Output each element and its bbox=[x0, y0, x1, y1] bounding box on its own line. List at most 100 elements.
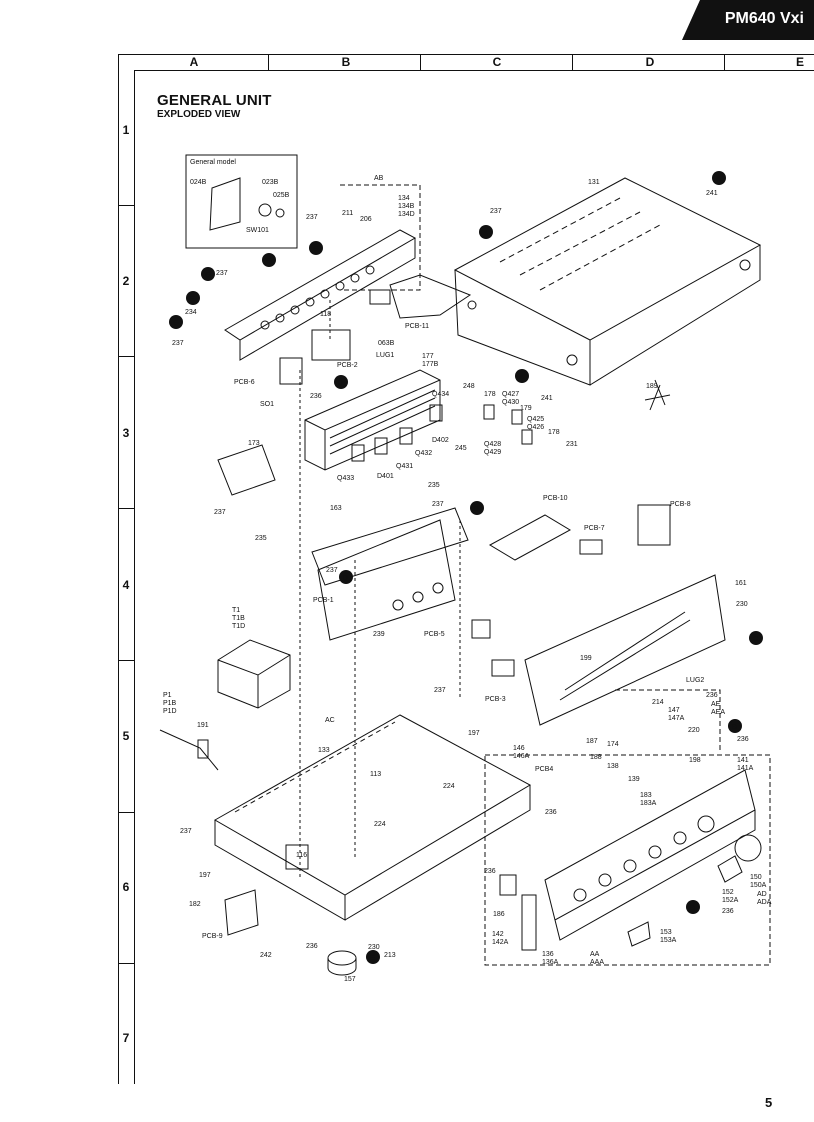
part-label: Q432 bbox=[415, 450, 432, 457]
part-label: 179 bbox=[520, 405, 532, 412]
top-cover bbox=[453, 177, 762, 386]
grid-row-divider bbox=[118, 205, 134, 206]
part-label: 235 bbox=[428, 482, 440, 489]
knob-152 bbox=[717, 855, 743, 883]
pcb-8-board bbox=[637, 504, 671, 546]
part-label: T1B bbox=[232, 615, 245, 622]
part-label: Q434 bbox=[432, 391, 449, 398]
indicator-142 bbox=[521, 894, 537, 951]
group-labels: AB AC bbox=[325, 175, 384, 724]
part-label: 188 bbox=[590, 754, 602, 761]
group-label-aea: AEA bbox=[711, 709, 725, 716]
part-label: 239 bbox=[373, 631, 385, 638]
part-label: PCB-3 bbox=[485, 696, 506, 703]
grid-row-4: 4 bbox=[122, 578, 130, 592]
group-ae-boundary bbox=[615, 689, 721, 750]
pcb-2-board bbox=[311, 329, 351, 361]
part-label: 236 bbox=[737, 736, 749, 743]
callout-f: F bbox=[186, 291, 200, 305]
part-label: Q433 bbox=[337, 475, 354, 482]
model-label: PM640 Vxi bbox=[724, 10, 804, 27]
part-label: 236 bbox=[545, 809, 557, 816]
callout-d: D bbox=[334, 375, 348, 389]
svg-text:F: F bbox=[190, 296, 195, 303]
bracket-116 bbox=[285, 844, 309, 870]
part-label: 153 bbox=[660, 929, 672, 936]
grid-row-divider bbox=[118, 963, 134, 964]
part-label: LUG1 bbox=[376, 352, 394, 359]
part-label: 183A bbox=[640, 800, 657, 807]
sub-chassis-161 bbox=[524, 574, 726, 726]
part-label: 153A bbox=[660, 937, 677, 944]
grid-row-1: 1 bbox=[122, 123, 130, 137]
inset-label: 023B bbox=[262, 179, 279, 186]
group-label-ad: AD bbox=[757, 891, 767, 898]
inset-box bbox=[185, 154, 298, 249]
part-label: 174 bbox=[607, 741, 619, 748]
part-label: 178 bbox=[548, 429, 560, 436]
part-label: D402 bbox=[432, 437, 449, 444]
part-label: 182 bbox=[189, 901, 201, 908]
grid-row-7: 7 bbox=[122, 1031, 130, 1045]
part-label: 197 bbox=[468, 730, 480, 737]
part-label: 161 bbox=[735, 580, 747, 587]
part-label: PCB-7 bbox=[584, 525, 605, 532]
part-label: PCB-6 bbox=[234, 379, 255, 386]
grid-row-divider bbox=[118, 356, 134, 357]
part-label: 206 bbox=[360, 216, 372, 223]
grid-col-divider bbox=[724, 54, 725, 70]
inset-label: SW101 bbox=[246, 227, 269, 234]
heatsink bbox=[304, 369, 441, 471]
callout-a: A bbox=[515, 369, 529, 383]
grid-col-e: E bbox=[795, 55, 804, 69]
group-label-ac: AC bbox=[325, 717, 335, 724]
pcb-3-board bbox=[491, 659, 515, 677]
part-label: 147 bbox=[668, 707, 680, 714]
svg-text:D: D bbox=[474, 506, 479, 513]
page-title: GENERAL UNIT bbox=[157, 92, 272, 109]
part-label: Q425 bbox=[527, 416, 544, 423]
svg-text:D: D bbox=[338, 380, 343, 387]
part-label: PCB-8 bbox=[670, 501, 691, 508]
grid-col-divider bbox=[268, 54, 269, 70]
inset-label: 024B bbox=[190, 179, 207, 186]
grid-col-d: D bbox=[645, 55, 655, 69]
part-label: T1 bbox=[232, 607, 240, 614]
part-label: PCB-2 bbox=[337, 362, 358, 369]
volume-knob bbox=[734, 834, 762, 862]
part-label: 139 bbox=[628, 776, 640, 783]
part-label: 136 bbox=[542, 951, 554, 958]
part-label: 187 bbox=[586, 738, 598, 745]
part-label: 213 bbox=[384, 952, 396, 959]
part-label: Q426 bbox=[527, 424, 544, 431]
switch-186 bbox=[499, 874, 517, 896]
part-label: 133 bbox=[318, 747, 330, 754]
page-subtitle: EXPLODED VIEW bbox=[157, 109, 241, 120]
part-label: 189 bbox=[646, 383, 658, 390]
part-label: 178 bbox=[484, 391, 496, 398]
part-label: 236 bbox=[706, 692, 718, 699]
part-label: PCB4 bbox=[535, 766, 553, 773]
part-label: 197 bbox=[199, 872, 211, 879]
pcb-1-board bbox=[317, 519, 456, 641]
group-label-aaa: AAA bbox=[590, 959, 604, 966]
part-label: PCB-9 bbox=[202, 933, 223, 940]
inset-heading: General model bbox=[190, 159, 236, 166]
svg-text:A: A bbox=[716, 176, 721, 183]
group-label-ada: ADA bbox=[757, 899, 772, 906]
part-label: 063B bbox=[378, 340, 395, 347]
part-label: 237 bbox=[214, 509, 226, 516]
part-label: 199 bbox=[580, 655, 592, 662]
svg-text:G: G bbox=[205, 272, 211, 279]
socket-so1 bbox=[279, 357, 303, 385]
part-label: 118 bbox=[320, 311, 331, 318]
part-label: 152A bbox=[722, 897, 739, 904]
part-label: 198 bbox=[689, 757, 701, 764]
part-label: 237 bbox=[326, 567, 338, 574]
part-label: 152 bbox=[722, 889, 734, 896]
part-label: 163 bbox=[330, 505, 342, 512]
part-label: 146A bbox=[513, 753, 530, 760]
grid-col-divider bbox=[420, 54, 421, 70]
grid-row-2: 2 bbox=[122, 274, 130, 288]
